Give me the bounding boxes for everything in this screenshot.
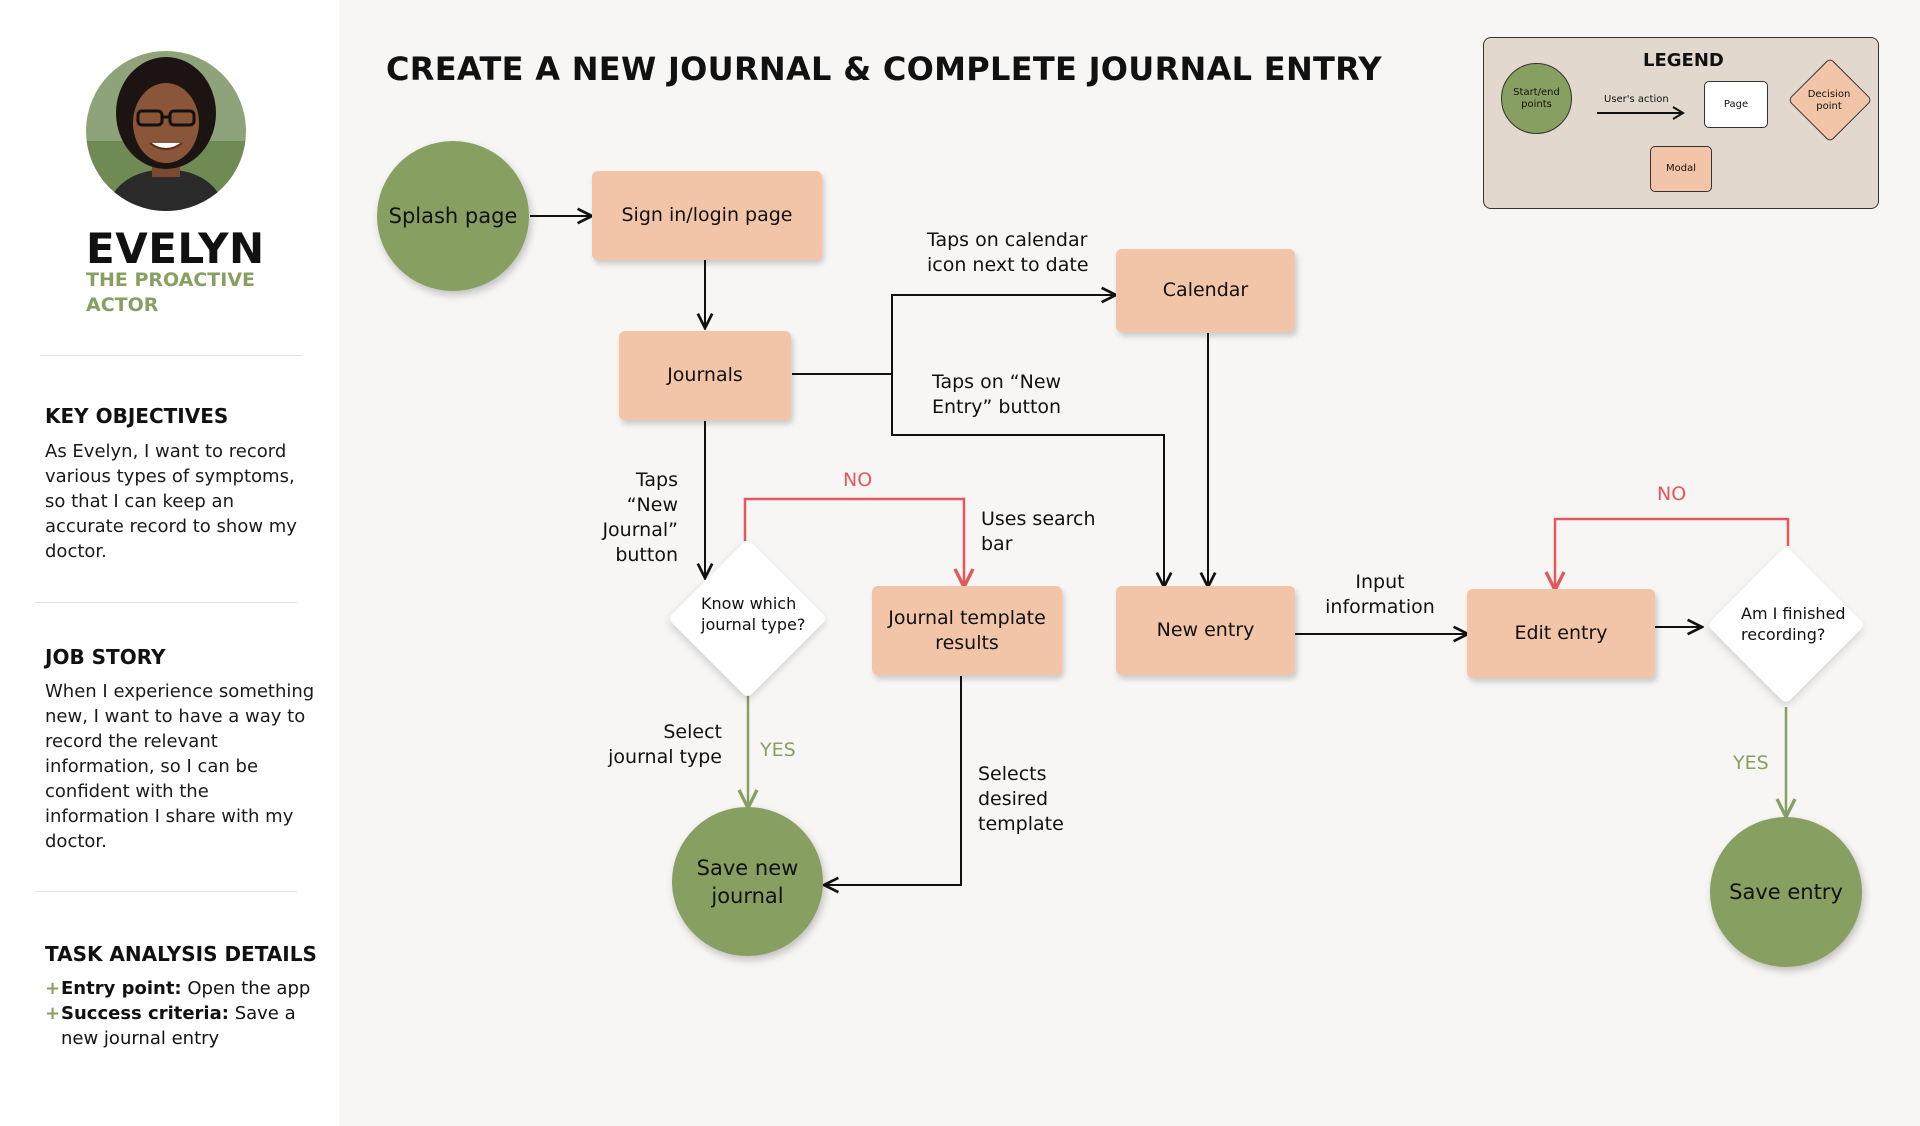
divider [35,891,297,892]
connector-no-search [743,497,964,587]
job-story-heading: JOB STORY [45,645,166,669]
avatar-portrait-icon [86,51,246,211]
node-save-new-journal: Save new journal [672,807,823,956]
persona-sidebar: EVELYN THE PROACTIVE ACTOR KEY OBJECTIVE… [0,0,339,1126]
job-story-text: When I experience something new, I want … [45,681,315,852]
plus-icon: + [45,1003,61,1024]
node-edit-entry: Edit entry [1467,589,1655,678]
flow-title: CREATE A NEW JOURNAL & COMPLETE JOURNAL … [386,50,1382,88]
label-selects-template: Selects desired template [978,763,1064,835]
label-taps-new-entry: Taps on “New Entry” button [932,371,1062,418]
connector-template-save-journal [824,676,962,885]
task-item-value: Save a new journal entry [61,1003,296,1049]
task-item-value: Open the app [187,978,311,999]
plus-icon: + [45,978,61,999]
connector-journals-newentry [891,374,1164,587]
node-know-type-text: Know which journal type? [701,594,806,634]
key-objectives-heading: KEY OBJECTIVES [45,404,229,428]
label-uses-search: Uses search bar [981,508,1096,555]
task-analysis-heading: TASK ANALYSIS DETAILS [45,942,317,966]
legend-start-end: Start/end points [1501,63,1572,134]
persona-role: THE PROACTIVE ACTOR [86,269,256,316]
node-finished-text: Am I finished recording? [1741,604,1846,644]
divider [40,355,302,356]
label-no: NO [1657,483,1687,505]
persona-name: EVELYN [86,224,265,273]
legend-decision: Decision point [1807,89,1851,112]
label-select-type: Select journal type [608,721,722,768]
node-splash-page: Splash page [377,141,529,291]
label-input-info: Input information [1325,571,1435,618]
node-new-entry: New entry [1116,586,1295,675]
legend-arrow-icon [1597,106,1685,120]
legend-modal: Modal [1650,146,1712,192]
node-journals: Journals [619,331,791,420]
avatar [86,51,246,211]
connector-journals-calendar [792,295,1116,375]
label-taps-new-journal: Taps “New Journal” button [602,469,678,566]
node-template-results: Journal template results [872,586,1062,675]
legend-page: Page [1704,81,1768,128]
task-item-label: Entry point: [61,978,182,999]
node-save-entry: Save entry [1710,817,1862,967]
divider [35,602,297,603]
node-calendar: Calendar [1116,249,1295,332]
key-objectives-text: As Evelyn, I want to record various type… [45,441,297,562]
label-yes: YES [760,739,796,761]
legend-user-action: User's action [1604,94,1669,105]
node-signin-page: Sign in/login page [592,171,822,260]
connector-no-edit [1555,517,1790,590]
label-yes: YES [1733,752,1769,774]
legend-title: LEGEND [1643,50,1724,71]
label-taps-calendar: Taps on calendar icon next to date [927,229,1089,276]
label-no: NO [843,469,873,491]
task-item-label: Success criteria: [61,1003,229,1024]
